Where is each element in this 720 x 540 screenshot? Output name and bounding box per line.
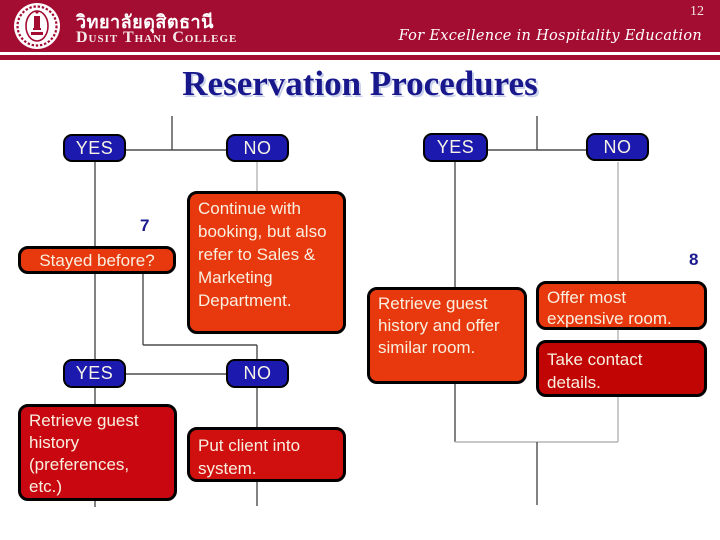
decision-no-top-left: NO [226, 134, 289, 162]
institution-name-thai: วิทยาลัยดุสิตธานี [76, 12, 214, 32]
process-offer-expensive-room: Offer most expensive room. [536, 281, 707, 330]
process-take-contact-details: Take contact details. [536, 340, 707, 397]
page-number: 12 [690, 4, 704, 19]
decision-no-bottom-left: NO [226, 359, 289, 388]
decision-no-top-right: NO [586, 133, 649, 161]
step-number-7: 7 [140, 216, 150, 235]
tagline: For Excellence in Hospitality Education [398, 28, 702, 44]
slide-header: วิทยาลัยดุสิตธานี Dusit Thani College 12… [0, 0, 720, 52]
step-number-8: 8 [689, 250, 699, 269]
decision-yes-top-right: YES [423, 133, 488, 162]
process-continue-booking: Continue with booking, but also refer to… [187, 191, 346, 334]
decision-yes-bottom-left: YES [63, 359, 126, 388]
process-put-client-into-system: Put client into system. [187, 427, 346, 482]
process-retrieve-similar-room: Retrieve guest history and offer similar… [367, 287, 527, 384]
institution-name-english: Dusit Thani College [76, 29, 238, 46]
process-retrieve-guest-history: Retrieve guest history (preferences, etc… [18, 404, 177, 501]
college-seal-logo [14, 3, 60, 49]
header-divider [0, 52, 720, 55]
slide-title: Reservation Procedures [182, 64, 538, 103]
header-accent-strip [0, 55, 720, 60]
decision-yes-top-left: YES [63, 134, 126, 162]
process-stayed-before: Stayed before? [18, 246, 176, 274]
